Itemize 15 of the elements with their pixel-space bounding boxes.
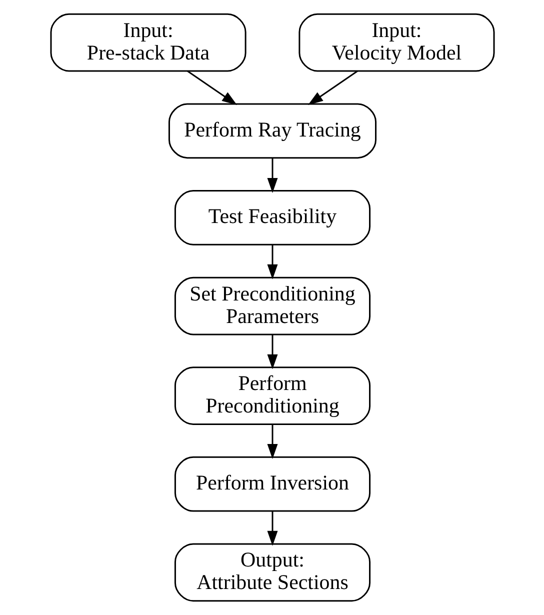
- node-box: Input: Pre-stack Data: [50, 13, 246, 72]
- node-box: Test Feasibility: [174, 190, 370, 246]
- node-box: Set Preconditioning Parameters: [174, 276, 370, 336]
- node-box: Input: Velocity Model: [298, 13, 494, 72]
- node-box: Perform Ray Tracing: [168, 103, 376, 159]
- arrow: [186, 70, 236, 106]
- arrow: [266, 511, 278, 546]
- arrow: [266, 334, 278, 370]
- node-box: Perform Preconditioning: [174, 366, 370, 425]
- arrow: [266, 244, 278, 280]
- node-box: Perform Inversion: [174, 456, 370, 512]
- arrow: [266, 158, 278, 194]
- node-box: Output: Attribute Sections: [174, 543, 370, 602]
- arrow: [308, 70, 358, 106]
- arrow: [266, 424, 278, 459]
